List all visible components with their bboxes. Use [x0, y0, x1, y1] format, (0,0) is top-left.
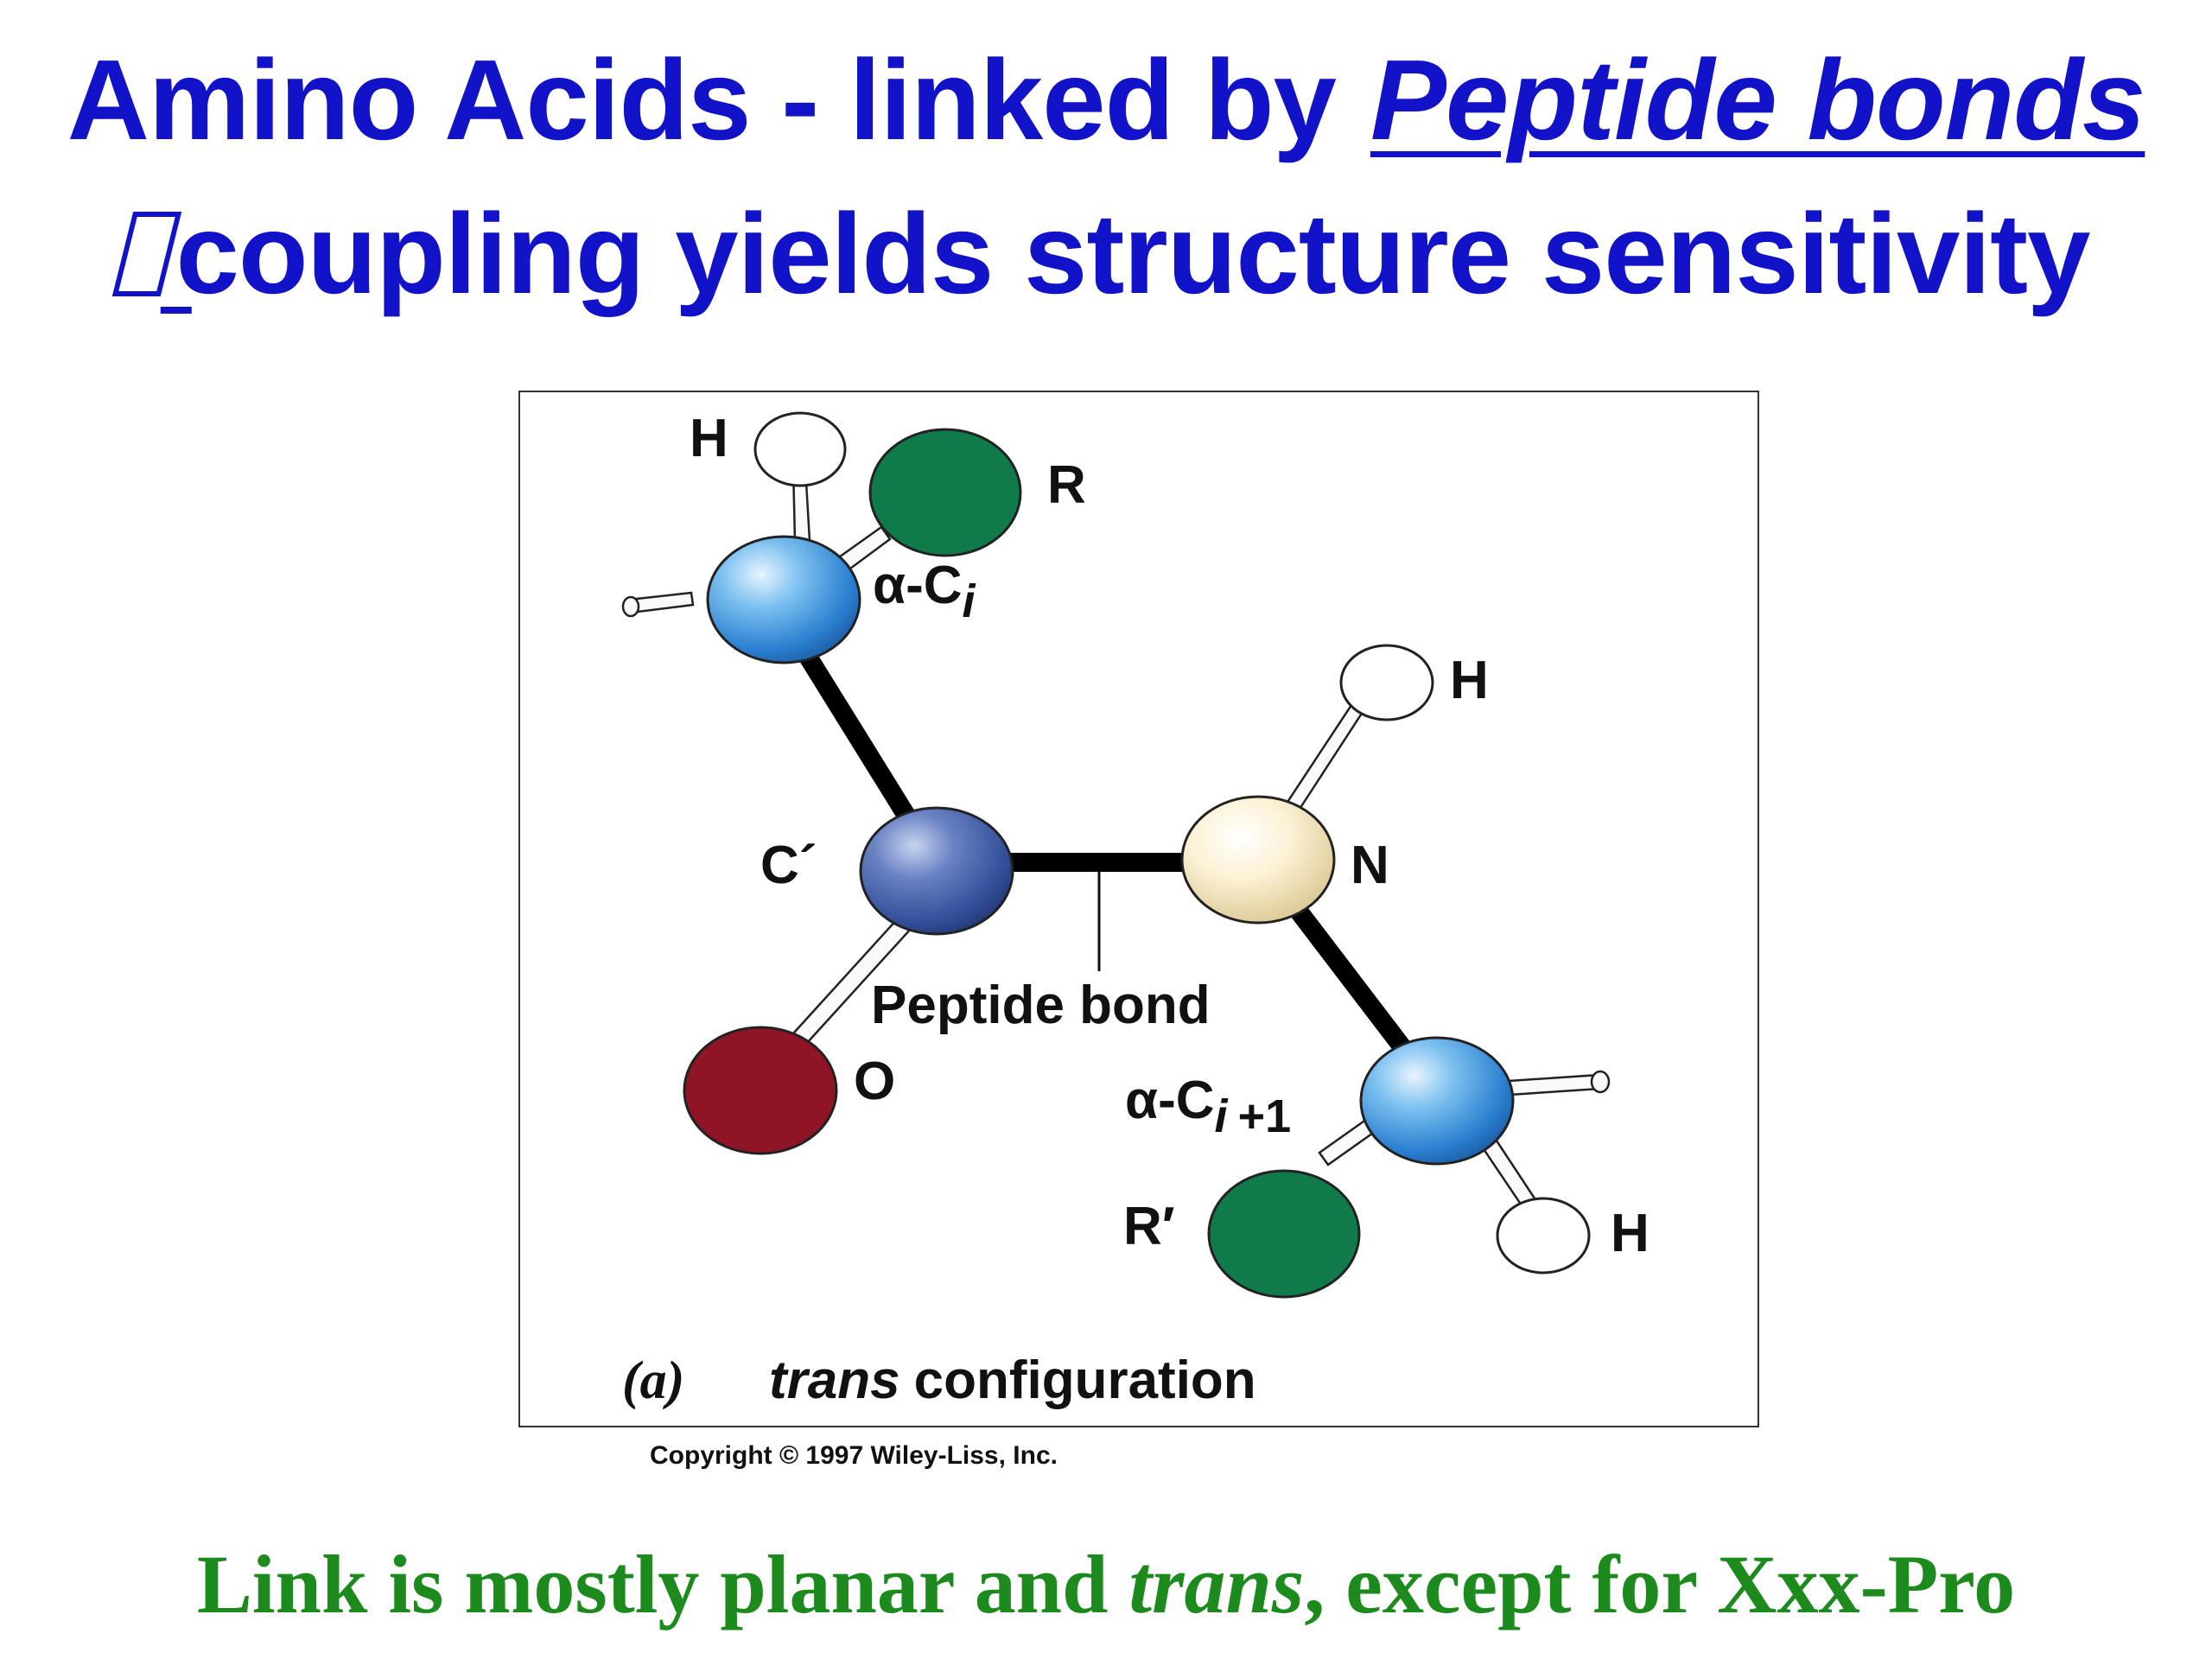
label-c-prime: C´	[760, 836, 817, 895]
hydrogen-top-atom	[753, 411, 847, 487]
slide-title-line1: Amino Acids - linked by Peptide bonds	[0, 35, 2212, 165]
caption-letter: (a)	[622, 1351, 684, 1410]
hydrogen-right-atom	[1339, 644, 1434, 721]
alpha-carbon-i-atom	[706, 535, 861, 664]
carbonyl-carbon-atom	[859, 806, 1014, 936]
missing-glyph-icon	[111, 212, 181, 296]
title-main-text: Amino Acids - linked by	[67, 36, 1337, 163]
footer-italic: trans	[1128, 1538, 1305, 1630]
footer-part2: , except for Xxx-Pro	[1304, 1538, 2016, 1630]
bond-end-left	[621, 595, 640, 618]
label-alpha-c-i: α-Ci	[873, 556, 976, 627]
label-h-bottom: H	[1611, 1204, 1649, 1263]
molecule-diagram: H R α-Ci H C´ N Peptide bond O α-Ci+1 R′…	[621, 409, 1649, 1410]
label-n: N	[1351, 836, 1389, 895]
footer-note: Link is mostly planar and trans, except …	[0, 1536, 2212, 1632]
atoms	[683, 411, 1591, 1299]
r-group-atom	[868, 428, 1022, 557]
nitrogen-atom	[1180, 795, 1336, 925]
label-h-right: H	[1450, 651, 1489, 710]
label-h-top: H	[690, 409, 728, 468]
label-o: O	[854, 1052, 895, 1111]
title-line2-text: coupling yields structure sensitivity	[175, 190, 2091, 317]
copyright-notice: Copyright © 1997 Wiley-Liss, Inc.	[650, 1441, 1058, 1470]
bond-end-right	[1590, 1070, 1611, 1094]
r-prime-group-atom	[1207, 1169, 1361, 1299]
label-alpha-c-i1: α-Ci+1	[1125, 1071, 1291, 1142]
slide-title-line2: coupling yields structure sensitivity	[0, 188, 2212, 319]
peptide-bonds-link[interactable]: Peptide bonds	[1370, 36, 2145, 163]
hydrogen-bottom-atom	[1496, 1197, 1591, 1274]
peptide-bond-label: Peptide bond	[871, 976, 1211, 1035]
label-r: R	[1047, 455, 1086, 515]
label-r-prime: R′	[1123, 1197, 1175, 1256]
oxygen-atom	[683, 1026, 838, 1155]
bond-n-calpha1	[1289, 903, 1421, 1068]
peptide-bond-figure: H R α-Ci H C´ N Peptide bond O α-Ci+1 R′…	[518, 391, 1759, 1427]
bond-calpha-cprime	[788, 633, 917, 823]
alpha-carbon-i1-atom	[1359, 1036, 1515, 1166]
backbone-bonds	[788, 633, 1421, 1068]
footer-part1: Link is mostly planar and	[196, 1538, 1109, 1630]
